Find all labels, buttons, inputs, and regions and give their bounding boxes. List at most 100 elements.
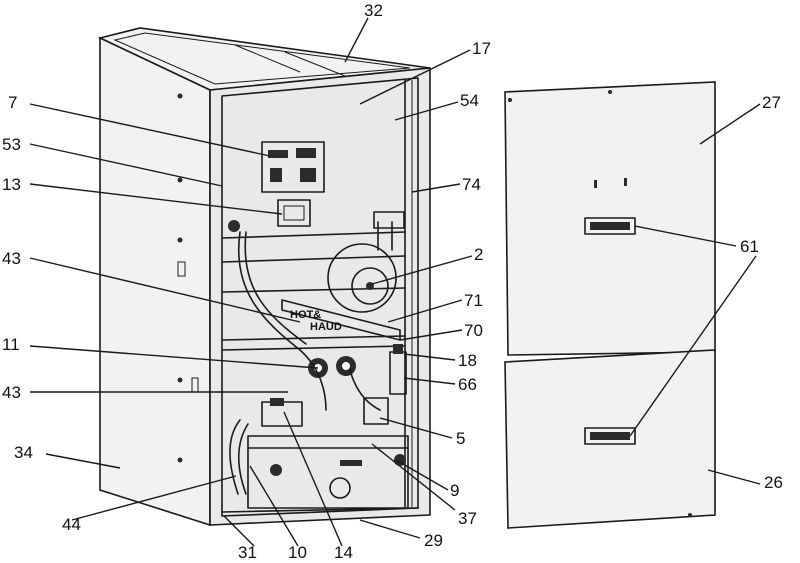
callout-37: 37 bbox=[458, 509, 477, 528]
leader-13 bbox=[29, 183, 283, 215]
leader-66 bbox=[403, 377, 456, 385]
leader-10 bbox=[249, 465, 299, 547]
screw-hole bbox=[177, 377, 183, 383]
leader-61b bbox=[629, 255, 757, 437]
callout-34: 34 bbox=[14, 443, 33, 462]
leader-32 bbox=[344, 17, 369, 63]
wire-harness bbox=[238, 231, 327, 411]
door-panels bbox=[504, 81, 716, 529]
callout-71: 71 bbox=[464, 291, 483, 310]
callout-17: 17 bbox=[472, 39, 491, 58]
rail-lower-edge bbox=[221, 345, 406, 351]
leader-14 bbox=[283, 411, 343, 547]
vent-collar bbox=[373, 211, 405, 229]
upper-door-handle-grip bbox=[590, 222, 630, 230]
leader-44 bbox=[71, 475, 237, 521]
rail-upper bbox=[221, 231, 406, 239]
leader-29 bbox=[359, 519, 421, 539]
lower-door-handle-grip bbox=[590, 432, 630, 440]
leader-54 bbox=[394, 101, 459, 121]
leader-61a bbox=[634, 225, 737, 247]
left-side-panel bbox=[99, 36, 211, 527]
board-chip bbox=[268, 150, 288, 158]
blower-label-plate bbox=[340, 460, 362, 466]
callout-numbers: 32 17 54 27 7 53 13 74 61 43 2 71 70 11 … bbox=[2, 1, 783, 562]
wire-harness bbox=[349, 369, 381, 411]
top-cover-rim bbox=[113, 32, 411, 85]
callout-70: 70 bbox=[464, 321, 483, 340]
leader-2 bbox=[371, 255, 473, 285]
callout-44: 44 bbox=[62, 515, 81, 534]
control-board bbox=[261, 141, 325, 193]
callout-18: 18 bbox=[458, 351, 477, 370]
blower-hole bbox=[270, 464, 282, 476]
lower-door-screw bbox=[688, 513, 692, 517]
rail-middle bbox=[221, 287, 406, 293]
leader-lines bbox=[29, 17, 761, 547]
screw-hole bbox=[177, 177, 183, 183]
upper-door-screw bbox=[508, 98, 512, 102]
rail-lower bbox=[221, 335, 406, 341]
screw-hole bbox=[177, 237, 183, 243]
internal-components: HOT& HAUD bbox=[221, 141, 419, 513]
callout-2: 2 bbox=[474, 245, 483, 264]
callout-26: 26 bbox=[764, 473, 783, 492]
leader-53 bbox=[29, 143, 223, 187]
board-chip bbox=[300, 168, 316, 182]
top-cover-brace bbox=[234, 44, 301, 73]
callout-27: 27 bbox=[762, 93, 781, 112]
leader-71 bbox=[387, 299, 463, 323]
leader-26 bbox=[707, 469, 761, 485]
lower-door-handle bbox=[584, 427, 636, 445]
callout-61: 61 bbox=[740, 237, 759, 256]
leader-31 bbox=[223, 515, 255, 547]
leader-70 bbox=[399, 329, 463, 341]
leader-37 bbox=[371, 443, 456, 511]
board-chip bbox=[296, 148, 316, 158]
callout-13: 13 bbox=[2, 175, 21, 194]
leader-43a bbox=[29, 257, 301, 323]
leader-17 bbox=[359, 49, 471, 105]
callout-43-upper: 43 bbox=[2, 249, 21, 268]
rail-upper-lower bbox=[221, 255, 406, 263]
side-wire bbox=[237, 423, 249, 495]
leader-34 bbox=[45, 453, 121, 469]
limit-switch-cap bbox=[393, 344, 403, 354]
callout-32: 32 bbox=[364, 1, 383, 20]
blower-mount bbox=[363, 397, 389, 425]
callout-7: 7 bbox=[8, 93, 17, 112]
blower-capacitor bbox=[329, 477, 351, 499]
callout-54: 54 bbox=[460, 91, 479, 110]
leader-5 bbox=[379, 417, 453, 439]
upper-door-tab bbox=[624, 178, 627, 186]
wire-harness bbox=[244, 231, 307, 345]
top-cover-brace bbox=[284, 51, 346, 77]
leader-7 bbox=[29, 103, 271, 157]
side-slot bbox=[177, 261, 186, 277]
front-frame-outline bbox=[209, 67, 431, 526]
leader-11 bbox=[29, 345, 319, 369]
callout-29: 29 bbox=[424, 531, 443, 550]
hot-label: HOT& bbox=[290, 309, 321, 321]
leader-9 bbox=[395, 459, 449, 491]
callout-74: 74 bbox=[462, 175, 481, 194]
board-chip bbox=[270, 168, 282, 182]
door-switch-plunger bbox=[270, 398, 284, 406]
screw-hole bbox=[177, 457, 183, 463]
base-rail bbox=[221, 507, 419, 513]
side-wire bbox=[229, 419, 241, 495]
callout-31: 31 bbox=[238, 543, 257, 562]
callout-9: 9 bbox=[450, 481, 459, 500]
leader-18 bbox=[403, 353, 456, 361]
leader-27 bbox=[699, 103, 761, 145]
haud-label: HAUD bbox=[310, 321, 342, 333]
callout-66: 66 bbox=[458, 375, 477, 394]
screw-hole bbox=[177, 93, 183, 99]
front-frame bbox=[210, 68, 430, 525]
gas-valve-port bbox=[342, 362, 350, 370]
callout-5: 5 bbox=[456, 429, 465, 448]
upper-door-tab bbox=[594, 180, 597, 188]
callout-10: 10 bbox=[288, 543, 307, 562]
transformer-core bbox=[283, 205, 305, 221]
